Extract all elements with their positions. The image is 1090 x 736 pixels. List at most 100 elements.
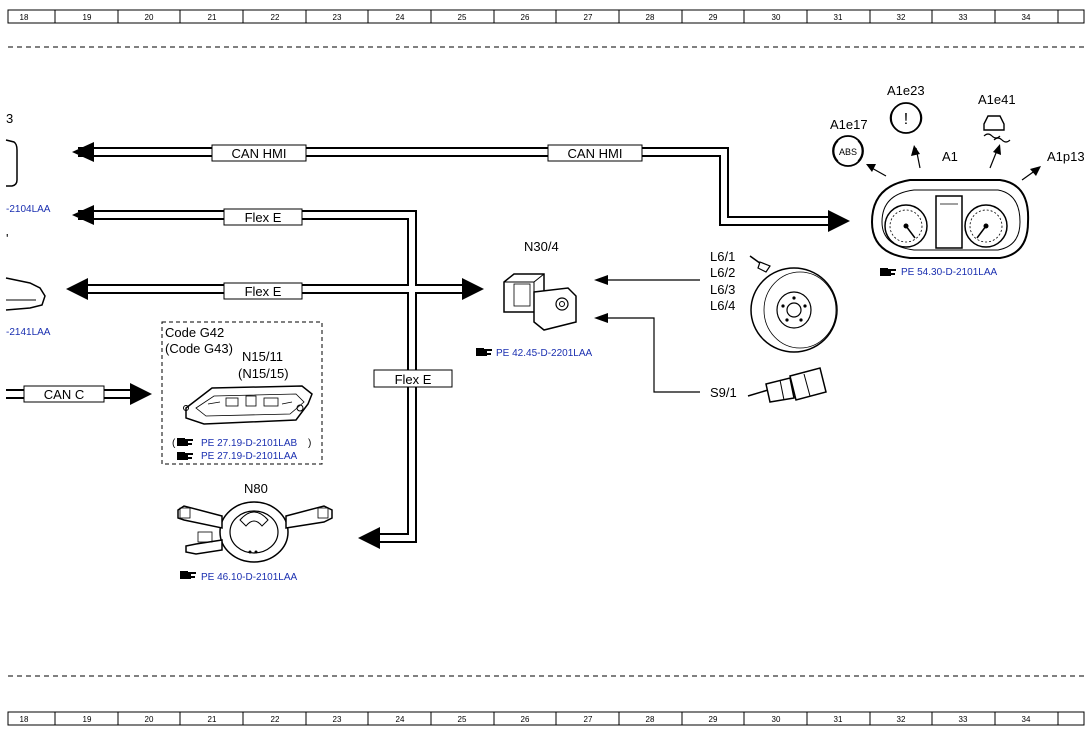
- flex-e-label-2: Flex E: [245, 284, 282, 299]
- arrow-left-icon: [72, 142, 94, 162]
- brake-light-switch: S9/1: [710, 367, 827, 403]
- ruler-number: 19: [83, 13, 92, 22]
- n1511-label: N15/11: [242, 349, 283, 364]
- ruler-number: 23: [333, 715, 342, 724]
- flex-e-label-box-2: [223, 282, 303, 300]
- ruler-number: 18: [20, 715, 29, 724]
- flex-e-label-1: Flex E: [245, 210, 282, 225]
- document-pointer-icon: [177, 452, 193, 460]
- cutoff-tick-label: ': [6, 231, 8, 246]
- wheel-speed-sensors: L6/1 L6/2 L6/3 L6/4: [710, 249, 838, 353]
- document-pointer-icon: [880, 268, 896, 276]
- can-hmi-label-box-1: [211, 144, 307, 162]
- steering-ref[interactable]: PE 46.10-D-2101LAA: [201, 572, 298, 583]
- can-hmi-bus: CAN HMI CAN HMI: [72, 142, 850, 232]
- ruler-number: 31: [834, 13, 843, 22]
- cutoff-ref-1: -2104LAA: [6, 204, 51, 215]
- wheel-sensor-probe-icon: [749, 255, 771, 273]
- arrow-icon: [911, 145, 920, 156]
- a1p13-label: A1p13: [1047, 149, 1085, 164]
- esp-skid-icon: [983, 115, 1011, 143]
- ruler-number: 34: [1022, 715, 1031, 724]
- ruler-number: 26: [521, 13, 530, 22]
- ruler-number: 18: [20, 13, 29, 22]
- ruler-number: 30: [772, 13, 781, 22]
- ruler-number: 24: [396, 715, 405, 724]
- n304-label: N30/4: [524, 239, 559, 254]
- arrow-left-icon: [594, 275, 608, 285]
- document-pointer-icon: [180, 571, 196, 579]
- cluster-display: [935, 195, 963, 249]
- l61-label: L6/1: [710, 249, 735, 264]
- l64-label: L6/4: [710, 298, 735, 313]
- instrument-cluster: A1e17 ABS A1e23 ! A1e41 A1 A1p13: [830, 83, 1085, 278]
- flex-e-label-box-1: [223, 208, 303, 226]
- cutoff-ref-2: -2141LAA: [6, 327, 51, 338]
- switch-icon: [747, 367, 827, 403]
- arrow-right-icon: [828, 210, 850, 232]
- brake-disc-icon: [750, 267, 838, 353]
- arrow-left-icon: [66, 278, 88, 300]
- document-pointer-icon: [476, 348, 492, 356]
- flex-e-label-box-3: [373, 369, 453, 388]
- brake-warning-icon: !: [889, 102, 923, 134]
- esp-control-unit: N30/4 PE 42.45-D-2201LAA: [476, 239, 593, 359]
- ruler-number: 33: [959, 715, 968, 724]
- l63-label: L6/3: [710, 282, 735, 297]
- transmission-control-group: Code G42 (Code G43) N15/11 (N15/15) ( PE…: [161, 321, 323, 465]
- top-ruler: 18 19 20 21 22 23 24 25 26 27 28 29 30 3…: [7, 9, 1085, 24]
- transmission-control-unit-icon: [183, 385, 313, 425]
- ruler-number: 27: [584, 13, 593, 22]
- steering-column-module-icon: [177, 501, 333, 563]
- speedometer-icon: [884, 204, 928, 248]
- sensor-signal-lines: [594, 275, 700, 393]
- document-pointer-icon: [177, 438, 193, 446]
- arrow-left-icon: [358, 527, 380, 549]
- transmission-ref-2[interactable]: PE 27.19-D-2101LAA: [201, 451, 298, 462]
- abs-text: ABS: [839, 147, 857, 157]
- code-g43-label: (Code G43): [165, 341, 233, 356]
- ruler-number: 31: [834, 715, 843, 724]
- flex-e-label-3: Flex E: [395, 372, 432, 387]
- ruler-number: 29: [709, 715, 718, 724]
- n80-label: N80: [244, 481, 268, 496]
- tachometer-icon: [964, 204, 1008, 248]
- ruler-number: 21: [208, 13, 217, 22]
- s91-label: S9/1: [710, 385, 737, 400]
- can-hmi-label-1: CAN HMI: [232, 146, 287, 161]
- ruler-number: 26: [521, 715, 530, 724]
- ruler-number: 27: [584, 715, 593, 724]
- esp-module-icon: [503, 273, 577, 331]
- flex-e-bus: Flex E Flex E Flex E: [66, 205, 484, 549]
- ruler-number: 25: [458, 13, 467, 22]
- arrow-left-icon: [594, 313, 608, 323]
- l62-label: L6/2: [710, 265, 735, 280]
- steering-column-module: N80 PE 46.10-D-2101LAA: [177, 481, 333, 583]
- cutoff-module-outline-2: [5, 277, 46, 311]
- can-hmi-label-2: CAN HMI: [568, 146, 623, 161]
- ruler-number: 30: [772, 715, 781, 724]
- esp-ref[interactable]: PE 42.45-D-2201LAA: [496, 348, 593, 359]
- transmission-ref-1-open-paren: (: [172, 438, 176, 449]
- ruler-number: 33: [959, 13, 968, 22]
- ruler-number: 32: [897, 715, 906, 724]
- ruler-number: 22: [271, 13, 280, 22]
- ruler-number: 32: [897, 13, 906, 22]
- transmission-ref-1[interactable]: PE 27.19-D-2101LAB: [201, 438, 298, 449]
- a1e23-label: A1e23: [887, 83, 925, 98]
- arrow-right-icon: [130, 383, 152, 405]
- arrow-icon: [866, 164, 876, 172]
- n1515-label: (N15/15): [238, 366, 289, 381]
- can-c-label: CAN C: [44, 387, 84, 402]
- can-c-bus: CAN C: [6, 383, 152, 405]
- code-g42-label: Code G42: [165, 325, 224, 340]
- ruler-number: 20: [145, 715, 154, 724]
- ruler-number: 20: [145, 13, 154, 22]
- arrow-right-icon: [462, 278, 484, 300]
- can-c-label-box: [23, 385, 105, 403]
- cutoff-module-outline-1: [5, 139, 18, 187]
- arrow-icon: [1030, 166, 1041, 176]
- cluster-ref[interactable]: PE 54.30-D-2101LAA: [901, 267, 998, 278]
- can-hmi-label-box-2: [547, 144, 643, 162]
